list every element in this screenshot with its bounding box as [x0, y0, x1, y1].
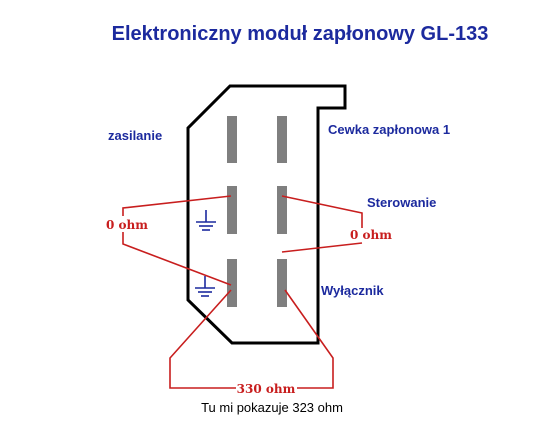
diagram-title: Elektroniczny moduł zapłonowy GL-133	[112, 23, 489, 45]
ground-icon	[195, 276, 215, 297]
module-outline	[186, 84, 347, 345]
left-measurement-wires	[122, 195, 232, 286]
right-measurement-wires	[281, 195, 363, 253]
connector-pins	[227, 116, 287, 307]
pin-bottom-right	[277, 259, 287, 307]
coil-label: Cewka zapłonowa 1	[328, 122, 450, 137]
left-resistance-label: 0 ohm	[106, 218, 148, 232]
bottom-measurement-wires	[169, 289, 334, 389]
measurement-note: Tu mi pokazuje 323 ohm	[201, 400, 343, 415]
pin-middle-right	[277, 186, 287, 234]
power-label: zasilanie	[108, 128, 162, 143]
pin-middle-left	[227, 186, 237, 234]
control-label: Sterowanie	[367, 195, 436, 210]
switch-label: Wyłącznik	[321, 283, 384, 298]
right-resistance-label: 0 ohm	[350, 228, 392, 242]
pin-bottom-left	[227, 259, 237, 307]
ground-icon	[196, 210, 216, 231]
pin-top-left	[227, 116, 237, 163]
pin-top-right	[277, 116, 287, 163]
bottom-resistance-label: 330 ohm	[237, 382, 296, 396]
